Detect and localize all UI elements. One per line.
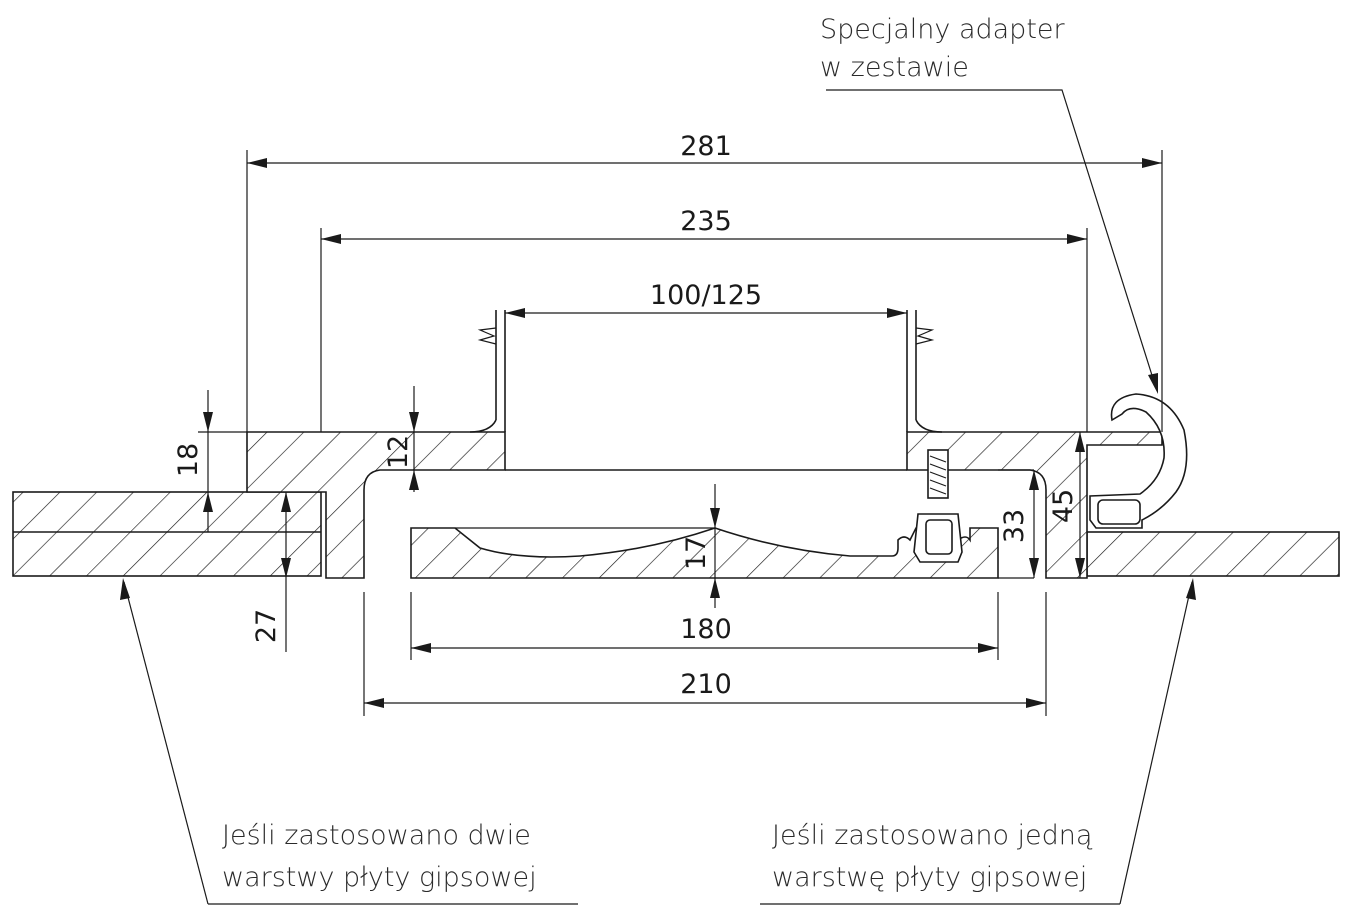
screw-fastener: [913, 449, 963, 563]
note-one-layer-line2: warstwę płyty gipsowej: [772, 862, 1087, 893]
gypsum-board-right: [1086, 531, 1340, 577]
dim-label-33: 33: [999, 509, 1030, 543]
frame-left-profile: [246, 431, 506, 579]
dim-label-12: 12: [383, 435, 414, 469]
note-two-layers-line1: Jeśli zastosowano dwie: [222, 820, 531, 851]
dim-label-100-125: 100/125: [650, 280, 762, 311]
dimension-arrowheads: [203, 158, 1162, 708]
note-adapter-line1: Specjalny adapter: [820, 14, 1066, 45]
dim-label-45: 45: [1048, 489, 1079, 523]
gypsum-board-left: [12, 491, 322, 577]
dim-label-235: 235: [680, 206, 732, 237]
dim-label-27: 27: [251, 609, 282, 643]
dim-label-281: 281: [680, 131, 732, 162]
dim-label-17: 17: [681, 536, 712, 570]
dim-label-18: 18: [173, 443, 204, 477]
note-adapter-line2: w zestawie: [820, 52, 969, 83]
duct-connector: [469, 310, 943, 471]
leader-lines: [120, 89, 1196, 905]
dim-label-180: 180: [680, 614, 732, 645]
note-two-layers-line2: warstwy płyty gipsowej: [222, 862, 537, 893]
note-one-layer-line1: Jeśli zastosowano jedną: [772, 820, 1093, 851]
special-adapter: [1089, 393, 1188, 529]
dim-label-210: 210: [680, 669, 732, 700]
